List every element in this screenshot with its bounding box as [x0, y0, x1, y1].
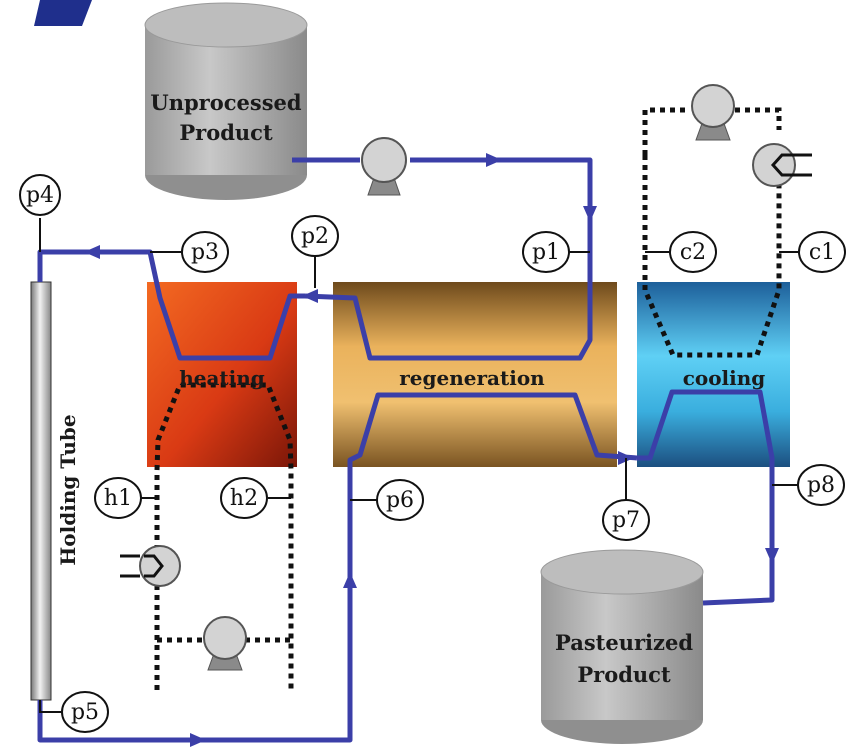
- flow-arrow-feed: [486, 153, 502, 167]
- holding-tube-label: Holding Tube: [56, 414, 80, 565]
- heating-hot-water-loop: [154, 382, 294, 690]
- regeneration-section: [333, 282, 617, 467]
- pasteurized-product-tank: Pasteurized Product: [540, 549, 704, 744]
- cooling-water-loop: [642, 155, 782, 358]
- flow-arrow-bottom: [190, 733, 206, 747]
- point-p1: p1: [522, 231, 570, 273]
- point-p2: p2: [291, 215, 339, 257]
- flow-arrow-p8: [765, 548, 779, 564]
- svg-text:h1: h1: [104, 486, 132, 511]
- svg-text:h2: h2: [230, 486, 258, 511]
- svg-text:p2: p2: [301, 224, 329, 249]
- point-p4: p4: [19, 174, 61, 216]
- cooling-heat-exchanger-icon: [752, 143, 812, 187]
- point-p5: p5: [61, 691, 109, 733]
- pasteurized-label-line2: Product: [577, 662, 671, 687]
- unprocessed-label-line1: Unprocessed: [150, 90, 301, 115]
- cooling-loop-top: [642, 107, 782, 155]
- svg-text:p6: p6: [386, 488, 414, 513]
- product-line-heating: [37, 249, 305, 361]
- svg-text:p8: p8: [807, 473, 835, 498]
- svg-text:c2: c2: [680, 240, 706, 265]
- flow-arrow-p2: [302, 289, 318, 303]
- svg-text:p7: p7: [612, 508, 640, 533]
- point-p8: p8: [797, 464, 845, 506]
- product-line-feed: [292, 157, 593, 220]
- point-c1: c1: [798, 231, 846, 273]
- point-p3: p3: [181, 231, 229, 273]
- svg-text:p1: p1: [532, 240, 560, 265]
- cooling-pump-icon: [691, 84, 735, 141]
- product-line-regen-raw: [304, 220, 593, 361]
- heating-pump-icon: [203, 616, 247, 671]
- holding-tube: Holding Tube: [30, 281, 80, 701]
- product-line-return: [37, 392, 638, 743]
- heating-label: heating: [179, 366, 265, 390]
- point-p7: p7: [602, 499, 650, 541]
- flow-arrow-p6: [343, 572, 357, 588]
- product-line-cooling: [637, 389, 775, 606]
- corner-decoration: [34, 0, 92, 26]
- point-h1: h1: [94, 477, 142, 519]
- pasteurized-label-line1: Pasteurized: [555, 630, 693, 655]
- feed-pump-icon: [361, 137, 407, 196]
- regeneration-label: regeneration: [399, 366, 545, 390]
- heating-heat-exchanger-icon: [120, 545, 181, 587]
- point-p6: p6: [376, 479, 424, 521]
- heating-section: [147, 282, 297, 467]
- svg-text:p5: p5: [71, 700, 99, 725]
- svg-text:c1: c1: [809, 240, 835, 265]
- unprocessed-label-line2: Product: [179, 120, 273, 145]
- flow-arrow-p1: [583, 206, 597, 222]
- unprocessed-product-tank: Unprocessed Product: [144, 2, 308, 200]
- flow-arrow-p3: [84, 245, 100, 259]
- svg-text:p3: p3: [191, 240, 219, 265]
- point-c2: c2: [669, 231, 717, 273]
- svg-text:p4: p4: [26, 183, 54, 208]
- cooling-label: cooling: [683, 366, 766, 390]
- cooling-section: [637, 282, 790, 467]
- point-h2: h2: [220, 477, 268, 519]
